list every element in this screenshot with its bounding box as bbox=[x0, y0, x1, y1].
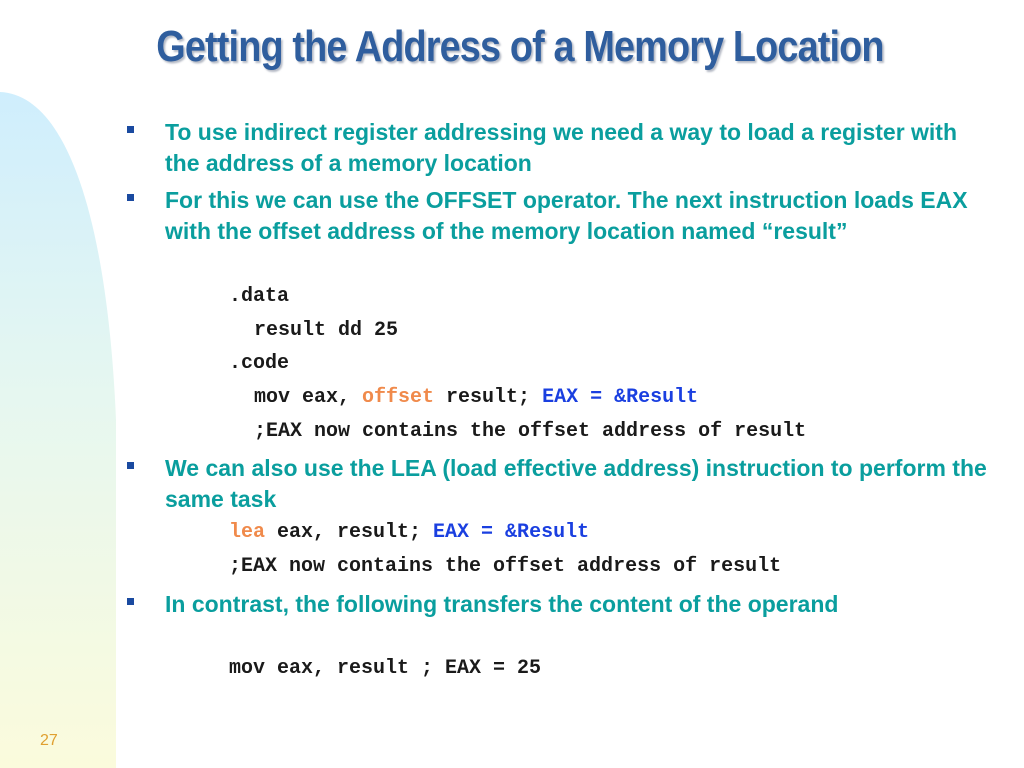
code-line: result dd 25 bbox=[254, 319, 399, 342]
slide-number: 27 bbox=[40, 732, 58, 749]
code-line: ;EAX now contains the offset address of … bbox=[229, 555, 782, 578]
bullet-square-icon bbox=[127, 462, 134, 469]
bullet-text: For this we can use the OFFSET operator.… bbox=[165, 187, 968, 244]
code-line: mov eax, offset result; EAX = &Result bbox=[254, 385, 698, 411]
code-line: lea eax, result; EAX = &Result bbox=[229, 520, 589, 546]
bullet-text: To use indirect register addressing we n… bbox=[165, 119, 958, 176]
bullet-text: In contrast, the following transfers the… bbox=[165, 591, 839, 617]
bullet-square-icon bbox=[127, 598, 134, 605]
code-comment: EAX = &Result bbox=[542, 386, 699, 409]
code-text: result; bbox=[434, 386, 543, 409]
code-line: .data bbox=[229, 285, 290, 308]
code-keyword: lea bbox=[229, 521, 266, 544]
code-line: .code bbox=[229, 352, 290, 375]
bullet-text: We can also use the LEA (load effective … bbox=[165, 455, 987, 512]
bullet-square-icon bbox=[127, 126, 134, 133]
code-line: mov eax, result ; EAX = 25 bbox=[229, 657, 542, 680]
slide-title: Getting the Address of a Memory Location bbox=[156, 22, 884, 71]
decorative-side-band bbox=[0, 0, 120, 768]
code-keyword: offset bbox=[362, 386, 435, 409]
code-text: eax, result; bbox=[265, 521, 434, 544]
code-comment: EAX = &Result bbox=[433, 521, 590, 544]
code-text: mov eax, bbox=[254, 386, 363, 409]
bullet-square-icon bbox=[127, 194, 134, 201]
code-line: ;EAX now contains the offset address of … bbox=[254, 420, 807, 443]
